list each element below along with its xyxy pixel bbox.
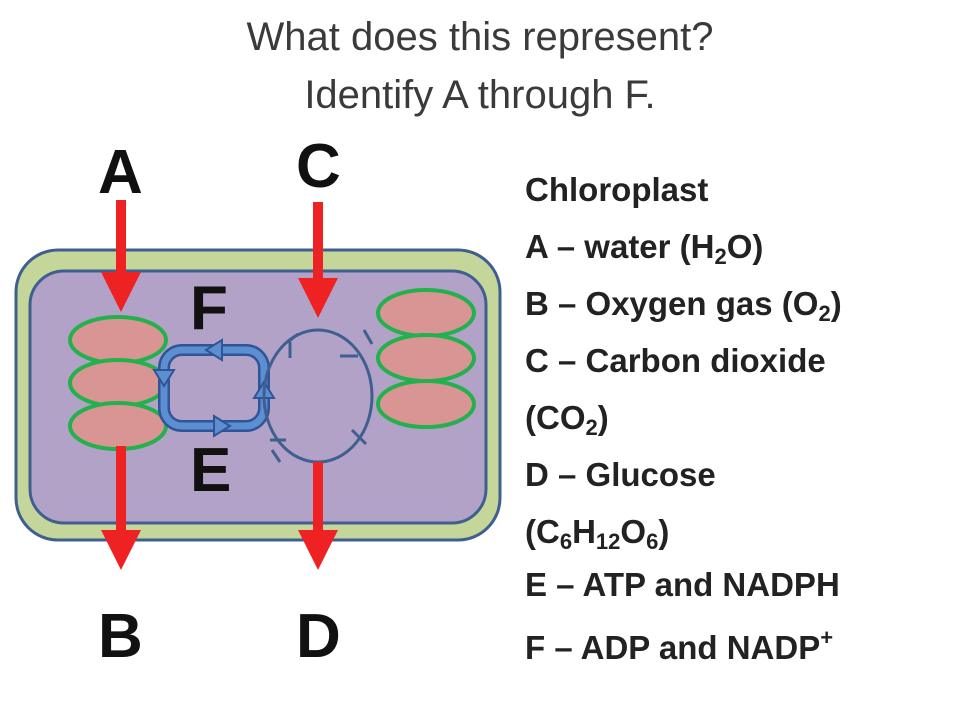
- cycle-tick: [270, 438, 286, 463]
- answer-f-text: F – ADP and NADP: [525, 629, 821, 666]
- cycle-arrowhead: [152, 369, 176, 388]
- answer-key: Chloroplast A – water (H2O) B – Oxygen g…: [525, 170, 945, 675]
- title-line-1: What does this represent?: [246, 15, 714, 59]
- answer-e: E – ATP and NADPH: [525, 566, 840, 603]
- answer-d-p1: (C: [525, 513, 560, 550]
- answer-b-end: ): [830, 285, 842, 322]
- answer-d-line2: (C6H12O6): [525, 512, 945, 565]
- answer-b: B – Oxygen gas (O2): [525, 284, 945, 341]
- answer-a-text: A – water (H: [525, 228, 715, 265]
- label-f: F: [190, 274, 228, 343]
- title-line-2: Identify A through F.: [304, 73, 656, 117]
- cycle-tick: [350, 428, 368, 446]
- answer-c-sub: 2: [585, 415, 598, 440]
- question-title: What does this represent? Identify A thr…: [0, 8, 960, 124]
- thylakoid: [68, 401, 168, 451]
- label-b: B: [98, 602, 143, 671]
- label-e: E: [190, 436, 232, 505]
- answer-d-line1: D – Glucose: [525, 456, 716, 493]
- cycle-arrowhead: [213, 414, 232, 438]
- answer-b-sub: 2: [818, 301, 831, 326]
- granum-left: [68, 315, 168, 451]
- cycle-tick: [362, 329, 374, 345]
- answer-f: F – ADP and NADP+: [525, 618, 945, 675]
- thylakoid: [68, 315, 168, 365]
- answer-c-text: (CO: [525, 399, 586, 436]
- answer-d-s1: 6: [559, 529, 573, 554]
- answer-d-s3: 6: [646, 529, 659, 554]
- cycle-tick: [287, 332, 299, 358]
- flow-arrows: [101, 200, 338, 570]
- answer-d-p2: H: [572, 513, 596, 550]
- answer-d-p3: O: [620, 513, 647, 550]
- answer-d-s2: 12: [595, 529, 621, 554]
- answer-a-sub: 2: [714, 244, 727, 269]
- answer-d-end: ): [658, 513, 670, 550]
- thylakoid: [376, 333, 476, 383]
- label-d: D: [296, 602, 341, 671]
- answer-c-end: ): [597, 399, 609, 436]
- cycle-arrowhead: [204, 338, 223, 362]
- thylakoid: [68, 358, 168, 408]
- answer-a: A – water (H2O): [525, 227, 945, 284]
- answer-b-text: B – Oxygen gas (O: [525, 285, 819, 322]
- label-c: C: [296, 132, 341, 201]
- answer-c-line1: C – Carbon dioxide: [525, 342, 826, 379]
- answer-c-line2: (CO2): [525, 398, 945, 455]
- answer-heading: Chloroplast: [525, 171, 709, 208]
- answer-a-end: O): [726, 228, 764, 265]
- thylakoid: [376, 379, 476, 429]
- answer-f-sup: +: [820, 625, 834, 650]
- thylakoid: [376, 288, 476, 338]
- granum-right: [376, 288, 476, 429]
- label-a: A: [98, 138, 143, 207]
